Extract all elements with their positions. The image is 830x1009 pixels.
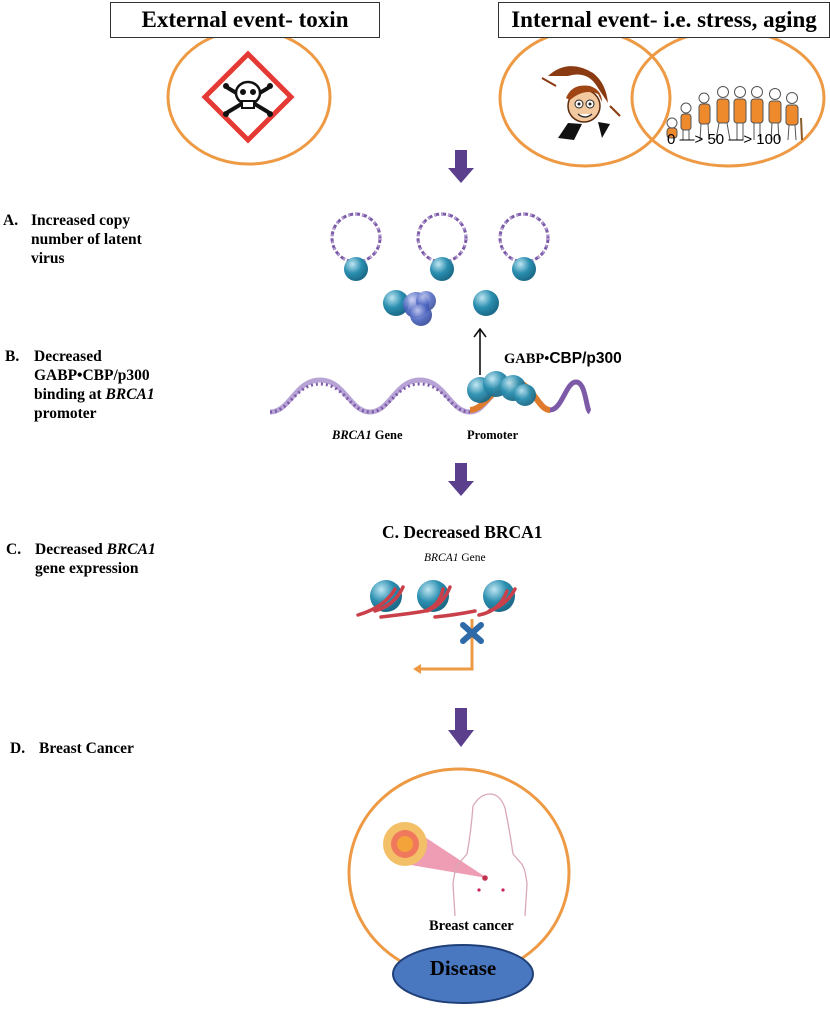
step-b-line1: Decreased <box>34 348 102 365</box>
arrow-right-icon: —> <box>728 131 753 148</box>
aging-end: 100 <box>756 131 782 148</box>
gene-word: Gene <box>371 428 403 442</box>
step-c-line1: Decreased <box>35 541 107 558</box>
step-c-gene: BRCA1 <box>106 541 156 558</box>
nucleosome-array <box>356 580 517 674</box>
dna-helix-icon <box>269 371 593 415</box>
disease-ellipse <box>392 944 534 1004</box>
stressed-woman-icon <box>541 66 621 140</box>
step-b-letter: B. <box>5 348 20 365</box>
brca1-gene-italic: BRCA1 <box>332 428 372 442</box>
nucleosome-icon <box>483 580 515 612</box>
step-c-line2: gene expression <box>35 560 139 577</box>
step-a-line2: number of latent <box>31 231 142 248</box>
virus-plasmid-icon <box>498 212 550 281</box>
complex-prefix: GABP• <box>504 351 550 367</box>
step-d-letter: D. <box>10 740 26 757</box>
step-b-line3: binding at <box>34 386 106 403</box>
aging-start: 0 <box>667 131 676 148</box>
aging-scale: 0 —> 50 —> 100 <box>667 131 781 148</box>
aging-figures-icon <box>666 86 803 141</box>
breast-anatomy-icon <box>383 793 528 917</box>
down-arrow-icon <box>448 708 474 747</box>
step-a-line1: Increased copy <box>31 212 131 229</box>
step-b-line4: promoter <box>34 405 97 422</box>
complex-label: GABP•CBP/p300 <box>504 350 622 368</box>
step-b-line2: GABP•CBP/p300 <box>34 367 150 384</box>
toxin-circle <box>166 28 332 166</box>
protein-complex-icon <box>467 371 536 406</box>
step-c-letter: C. <box>6 541 22 558</box>
step-b-gene: BRCA1 <box>105 386 155 403</box>
arrow-right-icon: —> <box>679 131 704 148</box>
brca1-gene-label-2: BRCA1 Gene <box>424 552 486 564</box>
virus-plasmid-icon <box>416 212 468 281</box>
block-x-icon <box>460 622 484 644</box>
up-arrow-icon <box>473 327 487 375</box>
protein-complex-icon <box>383 290 499 326</box>
decreased-brca1-title: C. Decreased BRCA1 <box>382 522 543 542</box>
internal-event-header: Internal event- i.e. stress, aging <box>498 2 830 38</box>
down-arrow-icon <box>448 463 474 496</box>
step-a-letter: A. <box>3 212 19 229</box>
skull-crossbones-icon <box>201 50 295 144</box>
disease-label: Disease <box>429 956 497 980</box>
aging-mid: 50 <box>707 131 725 148</box>
promoter-label: Promoter <box>467 428 519 442</box>
breast-cancer-label: Breast cancer <box>429 918 514 934</box>
complex-suffix: CBP/p300 <box>549 350 622 367</box>
brca1-gene-italic: BRCA1 <box>424 552 459 564</box>
breast-cancer-circle <box>347 767 571 979</box>
step-a-line3: virus <box>31 250 65 267</box>
external-event-header: External event- toxin <box>110 2 380 38</box>
virus-plasmids <box>330 212 550 326</box>
gene-word: Gene <box>458 552 486 564</box>
step-d-text: Breast Cancer <box>39 740 134 757</box>
down-arrow-icon <box>448 150 474 183</box>
virus-plasmid-icon <box>330 212 382 281</box>
brca1-gene-label: BRCA1 Gene <box>332 428 403 443</box>
